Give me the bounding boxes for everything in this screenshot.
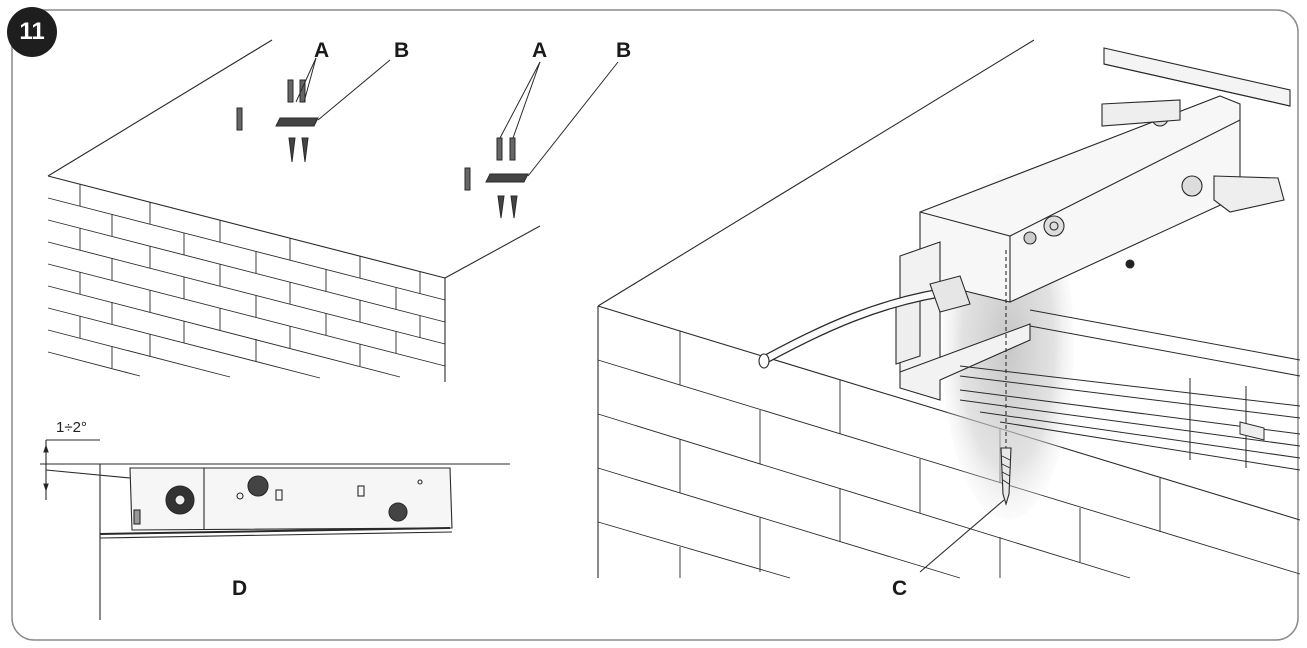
brick-courses-left (47, 184, 446, 379)
label-a-right: A (532, 39, 548, 62)
fixing-kit-right (464, 61, 619, 219)
label-a-left: A (314, 39, 330, 62)
label-d: D (232, 577, 248, 600)
step-number-badge: 11 (7, 7, 57, 57)
wall-right (597, 39, 1301, 579)
label-b-left: B (394, 39, 410, 62)
side-view-d (40, 439, 510, 620)
fixing-kit-left (236, 57, 391, 163)
brick-courses-right (597, 331, 1301, 579)
label-c: C (892, 577, 908, 600)
mechanism-right (758, 47, 1301, 573)
figure-border (11, 9, 1299, 641)
wall-top-left (47, 39, 541, 382)
label-b-right: B (616, 39, 632, 62)
angle-label: 1÷2° (56, 419, 87, 436)
